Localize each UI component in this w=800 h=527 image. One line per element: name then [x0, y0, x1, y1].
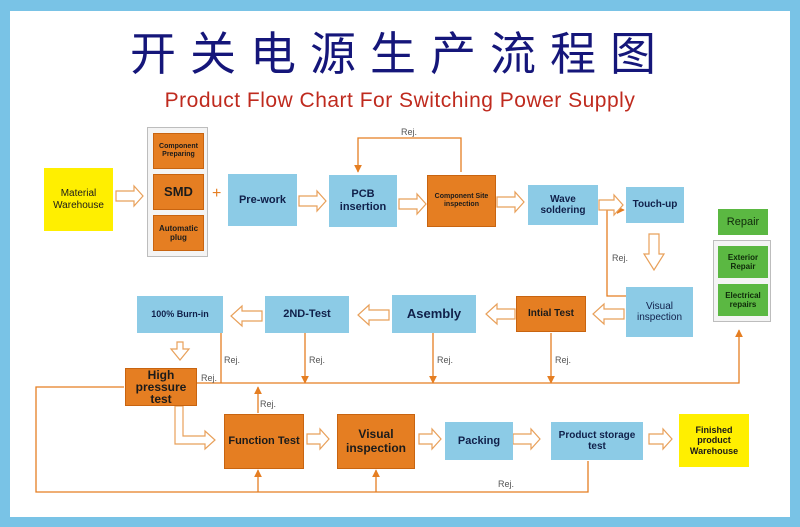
pcb-insertion-box: PCB insertion	[329, 175, 397, 227]
second-test-box: 2ND-Test	[265, 296, 349, 333]
plus-sign: +	[212, 185, 222, 202]
title-english: Product Flow Chart For Switching Power S…	[164, 89, 636, 112]
arrow-hpt-to-function	[174, 405, 216, 451]
rej-label-bottom: Rej.	[498, 479, 515, 489]
burn-in-box: 100% Burn-in	[137, 296, 223, 333]
connector-rework-loop	[354, 137, 462, 173]
electrical-repairs-box: Electrical repairs	[718, 284, 768, 316]
assembly-box: Asembly	[392, 295, 476, 333]
packing-box: Packing	[445, 422, 513, 460]
component-preparing-box: Component Preparing	[153, 133, 204, 169]
product-storage-test-box: Product storage test	[551, 422, 643, 460]
arrow-visual-to-initial	[592, 302, 625, 326]
rej-label-visual: Rej.	[612, 253, 629, 263]
visual-inspection-box-1: Visual inspection	[626, 287, 693, 337]
arrow-2nd-to-burnin	[230, 304, 263, 328]
pre-work-box: Pre-work	[228, 174, 297, 226]
arrow-wave-to-touchup	[598, 193, 624, 217]
arrow-initial-to-assembly	[485, 302, 516, 326]
arrow-visual-to-packing	[418, 427, 442, 451]
exterior-repair-box: Exterior Repair	[718, 246, 768, 278]
arrow-touchup-down	[642, 233, 666, 272]
arrow-prework-to-pcb	[298, 189, 327, 213]
component-site-inspection-box: Component Site inspection	[427, 175, 496, 227]
arrow-burnin-down	[169, 341, 191, 361]
rej-label-function: Rej.	[260, 399, 277, 409]
function-test-box: Function Test	[224, 414, 304, 469]
arrow-pcb-to-cs	[398, 192, 427, 216]
arrow-function-to-visual	[306, 427, 330, 451]
arrow-material-to-group	[115, 184, 144, 208]
arrow-assembly-to-2nd	[357, 303, 390, 327]
finished-product-warehouse-box: Finished product Warehouse	[679, 414, 749, 467]
connector-hpt-return	[35, 386, 589, 493]
rej-label-initial: Rej.	[555, 355, 572, 365]
rej-label-hpt: Rej.	[201, 373, 218, 383]
rej-label-assembly: Rej.	[437, 355, 454, 365]
visual-inspection-box-2: Visual inspection	[337, 414, 415, 469]
arrow-packing-to-storage	[512, 427, 541, 451]
smd-box: SMD	[153, 174, 204, 210]
arrow-storage-to-finished	[648, 427, 673, 451]
rej-label-top: Rej.	[401, 127, 418, 137]
title-chinese: 开关电源生产流程图	[130, 27, 670, 81]
wave-soldering-box: Wave soldering	[528, 185, 598, 225]
initial-test-box: Intial Test	[516, 296, 586, 332]
material-warehouse-box: Material Warehouse	[44, 168, 113, 231]
touch-up-box: Touch-up	[626, 187, 684, 223]
repair-box: Repair	[718, 209, 768, 235]
automatic-plug-box: Automatic plug	[153, 215, 204, 251]
rej-label-burnin: Rej.	[224, 355, 241, 365]
rej-label-2ndtest: Rej.	[309, 355, 326, 365]
arrow-cs-to-wave	[496, 190, 525, 214]
high-pressure-test-box: High pressure test	[125, 368, 197, 406]
connector-rej-bus	[197, 329, 743, 384]
